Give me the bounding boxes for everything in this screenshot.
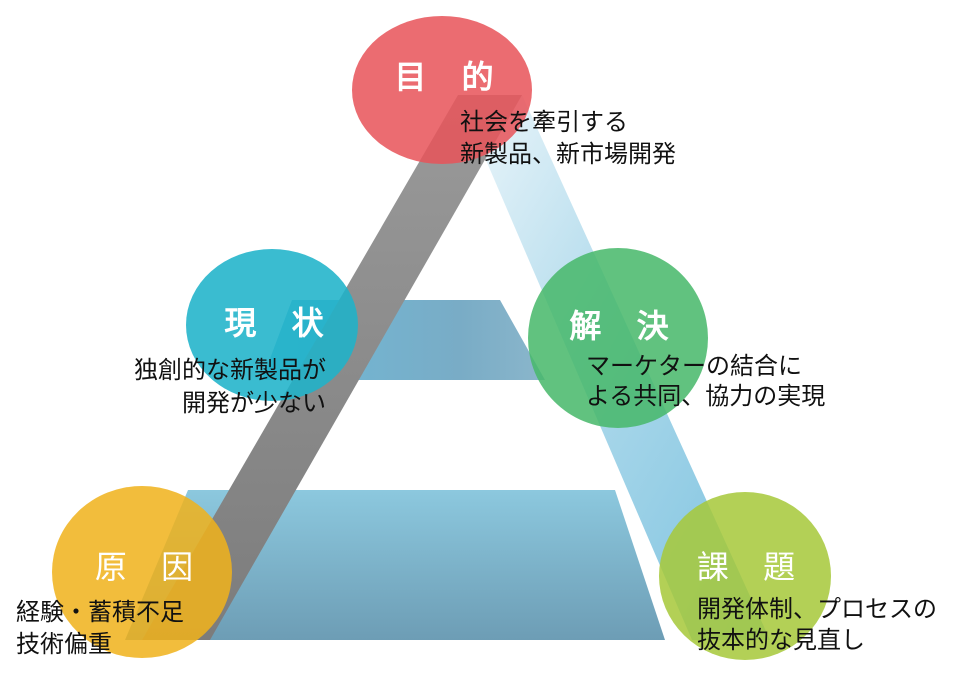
node-purpose: 目 的 社会を牽引する 新製品、新市場開発 [352, 16, 676, 168]
node-current-state-title: 現 状 [224, 304, 335, 342]
node-solution-line-1: マーケターの結合に [586, 352, 802, 380]
node-purpose-line-2: 新製品、新市場開発 [460, 140, 676, 168]
node-cause: 原 因 経験・蓄積不足 技術偏重 [16, 486, 232, 658]
node-cause-line-2: 技術偏重 [16, 630, 112, 658]
node-issue-line-2: 抜本的な見直し [697, 626, 865, 654]
node-solution-title: 解 決 [569, 307, 680, 345]
node-solution-line-2: よる共同、協力の実現 [586, 382, 825, 410]
node-issue-line-1: 開発体制、プロセスの [697, 595, 937, 623]
node-current-state: 現 状 独創的な新製品が 開発が少ない [134, 249, 358, 417]
node-issue-title: 課 題 [697, 548, 807, 586]
node-solution: 解 決 マーケターの結合に よる共同、協力の実現 [528, 248, 825, 428]
node-purpose-line-1: 社会を牽引する [460, 108, 628, 136]
node-current-state-line-1: 独創的な新製品が [134, 356, 326, 384]
node-cause-circle [52, 486, 232, 658]
node-issue: 課 題 開発体制、プロセスの 抜本的な見直し [659, 492, 937, 660]
node-current-state-circle [186, 249, 358, 401]
node-cause-line-1: 経験・蓄積不足 [16, 598, 184, 626]
node-issue-circle [659, 492, 831, 660]
node-purpose-title: 目 的 [394, 58, 505, 96]
node-cause-title: 原 因 [95, 548, 205, 586]
node-current-state-line-2: 開発が少ない [182, 389, 326, 417]
node-solution-circle [528, 248, 708, 428]
node-purpose-circle [352, 16, 532, 164]
